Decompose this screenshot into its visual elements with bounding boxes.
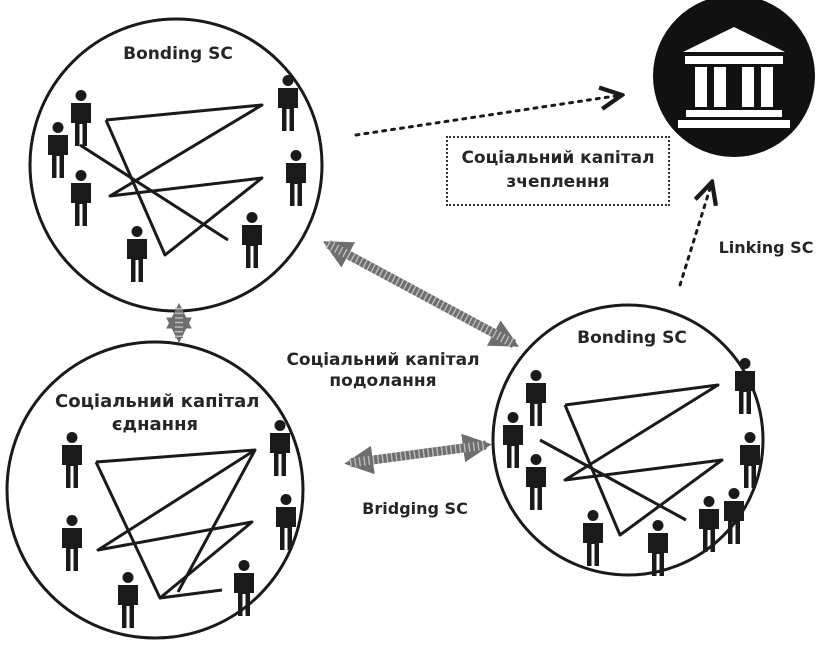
person-icon — [270, 420, 290, 476]
person-icon — [724, 488, 744, 544]
uniting-sc-label-line1: Соціальний капітал — [55, 391, 260, 412]
bonding-sc-top-label: Bonding SC — [123, 44, 233, 64]
person-icon — [648, 520, 668, 576]
linking-arrow-top — [354, 95, 622, 137]
person-icon — [526, 370, 546, 426]
linking-capital-line1: Соціальний капітал — [461, 148, 655, 169]
bridging-arrow-diagonal — [322, 240, 520, 348]
bridging-capital-label: Соціальний капітал подолання — [284, 350, 482, 393]
network-lines-top — [79, 103, 264, 257]
person-icon — [71, 170, 91, 226]
person-icon — [118, 572, 138, 628]
uniting-sc-label-line2: єднання — [111, 413, 199, 435]
person-icon — [286, 150, 306, 206]
bonding-circle-right — [491, 303, 765, 577]
person-icon — [278, 75, 298, 131]
uniting-circle-bottom — [5, 340, 305, 640]
person-icon — [62, 515, 82, 571]
network-lines-bottom — [94, 448, 257, 600]
linking-capital-box: Соціальний капітал зчеплення — [446, 136, 670, 206]
person-icon — [242, 212, 262, 268]
person-icon — [62, 432, 82, 488]
institution-building-icon — [653, 0, 815, 157]
people-top — [48, 75, 306, 282]
bridging-arrow-horizontal — [344, 433, 492, 475]
person-icon — [583, 510, 603, 566]
linking-capital-line2: зчеплення — [506, 172, 610, 192]
person-icon — [48, 122, 68, 178]
uniting-sc-label: Соціальний капітал єднання — [55, 391, 260, 436]
person-icon — [735, 358, 755, 414]
person-icon — [127, 226, 147, 282]
person-icon — [71, 90, 91, 146]
bridging-capital-line2: подолання — [329, 371, 437, 392]
person-icon — [503, 412, 523, 468]
bonding-sc-right-label: Bonding SC — [577, 328, 687, 348]
network-lines-right — [539, 383, 724, 537]
linking-arrow-right — [678, 182, 712, 287]
person-icon — [526, 454, 546, 510]
bridging-sc-label: Bridging SC — [362, 499, 468, 518]
bridging-capital-line1: Соціальний капітал — [286, 350, 480, 370]
linking-sc-label: Linking SC — [718, 238, 814, 257]
